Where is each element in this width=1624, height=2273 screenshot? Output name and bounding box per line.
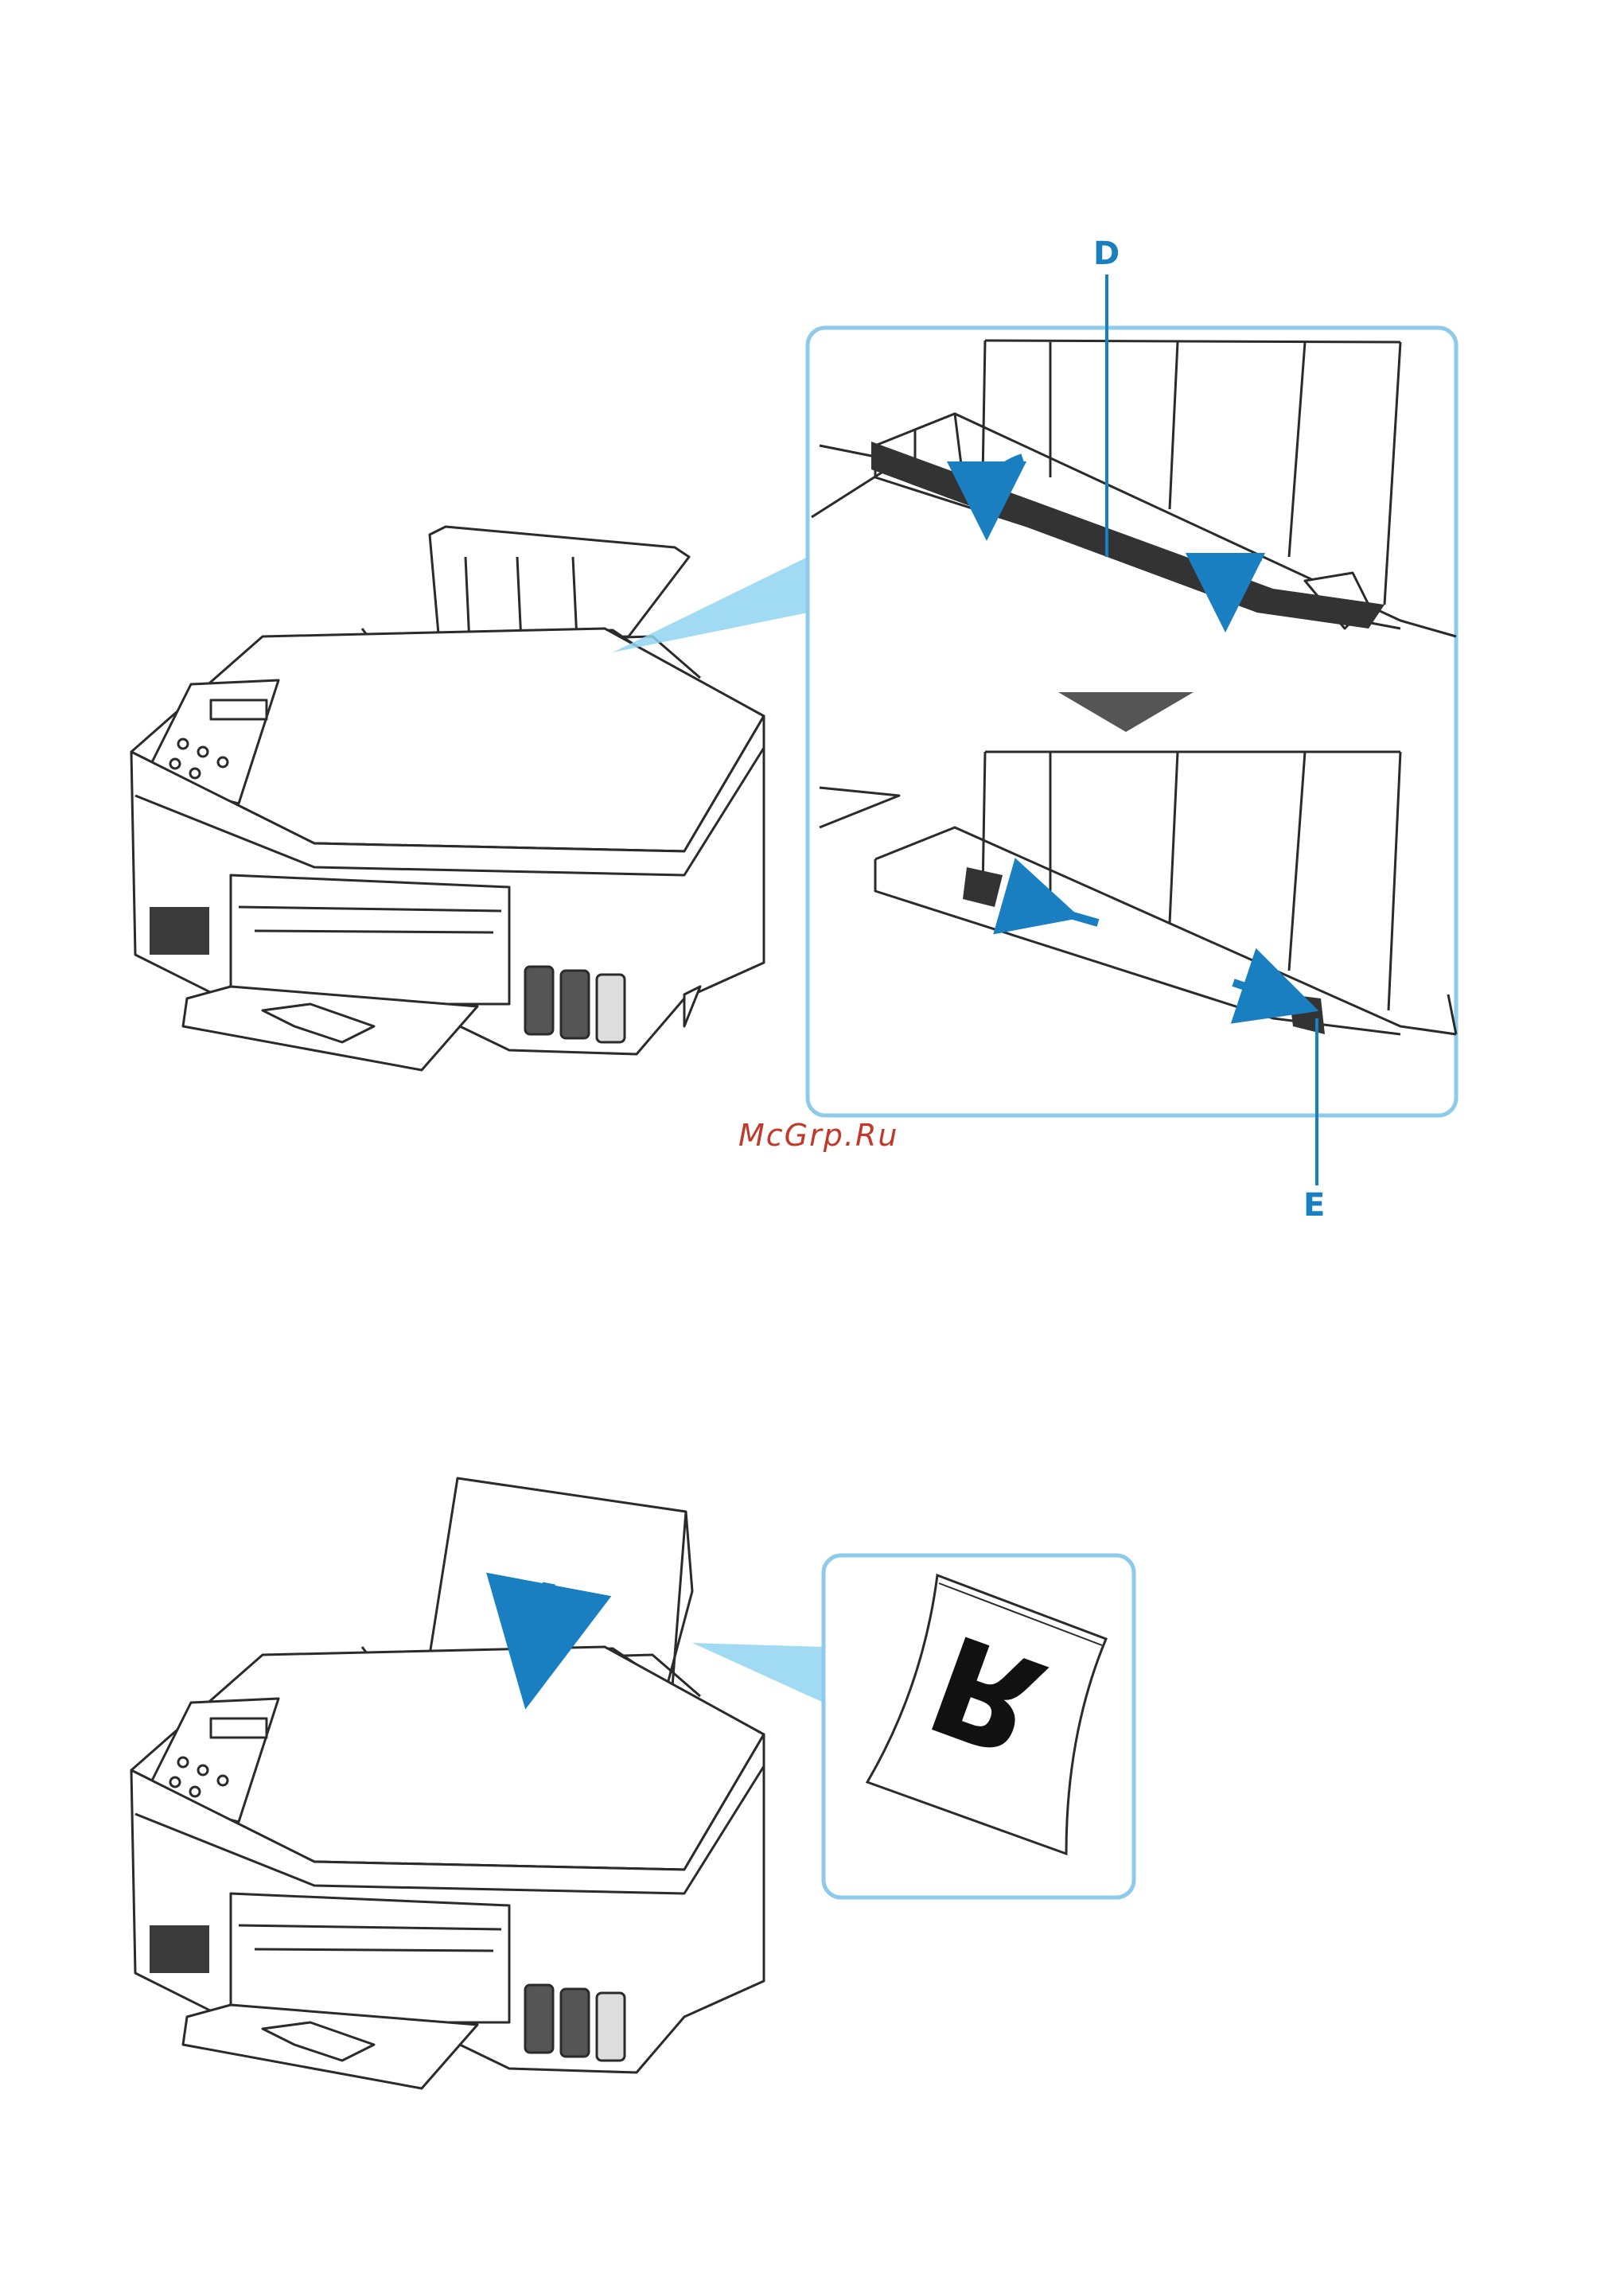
zoom-panel-guides xyxy=(808,274,1456,1185)
printer-illustration-bottom xyxy=(131,1478,764,2088)
callout-label-e: E xyxy=(1303,1187,1325,1224)
callout-label-d: D xyxy=(1093,235,1120,272)
zoom-beam xyxy=(692,1643,824,1703)
watermark: McGrp.Ru xyxy=(738,1118,898,1153)
printer-illustration-top xyxy=(131,527,764,1070)
